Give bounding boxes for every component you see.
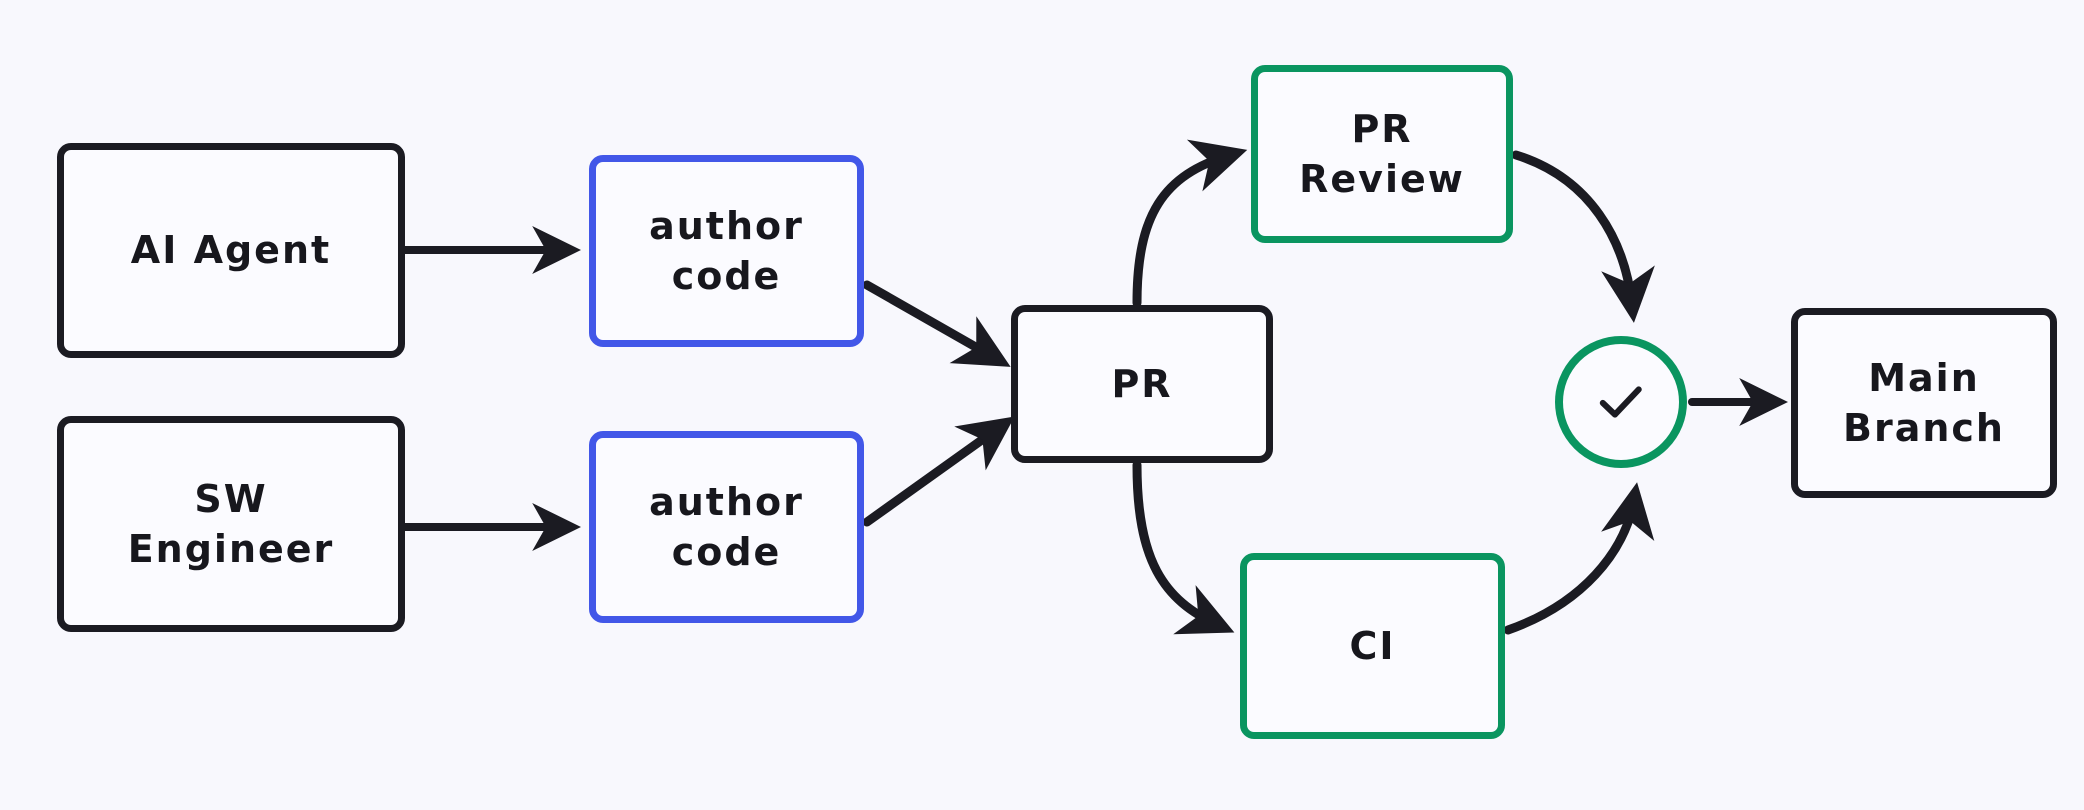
edge-author-code-top-to-pr [862, 280, 1011, 367]
edge-pr-to-ci [1132, 460, 1235, 635]
node-main-branch[interactable]: Main Branch [1791, 308, 2057, 498]
node-sw-engineer[interactable]: SW Engineer [57, 416, 405, 632]
node-author-code-bottom-label: author code [649, 479, 804, 574]
node-author-code-top[interactable]: author code [589, 155, 864, 347]
edge-pr-to-pr-review [1132, 139, 1248, 308]
node-ci-label: CI [1349, 623, 1396, 668]
node-pr-review-label: PR Review [1299, 106, 1465, 201]
merge-check-node[interactable] [1555, 336, 1687, 468]
node-main-branch-label: Main Branch [1843, 355, 2005, 450]
check-icon [1599, 386, 1642, 418]
node-author-code-bottom[interactable]: author code [589, 431, 864, 623]
node-author-code-top-label: author code [649, 203, 804, 298]
edge-ci-to-check [1503, 482, 1655, 635]
node-pr-label: PR [1111, 361, 1173, 406]
node-ai-agent[interactable]: AI Agent [57, 143, 405, 358]
node-ai-agent-label: AI Agent [130, 228, 332, 273]
node-pr[interactable]: PR [1011, 305, 1273, 463]
node-sw-engineer-label: SW Engineer [127, 476, 335, 571]
edge-author-code-bottom-to-pr [862, 416, 1015, 527]
node-ci[interactable]: CI [1240, 553, 1505, 739]
edge-pr-review-to-check [1511, 150, 1655, 323]
node-pr-review[interactable]: PR Review [1251, 65, 1513, 243]
